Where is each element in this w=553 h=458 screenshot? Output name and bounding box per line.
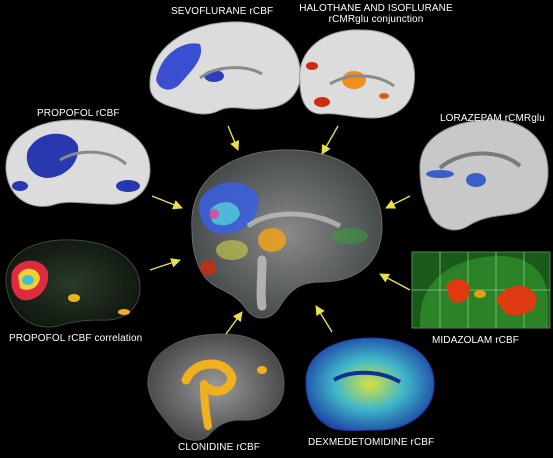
brain-lorazepam	[419, 119, 549, 231]
arrow-halothane	[321, 125, 339, 155]
label-dexmedetomidine: DEXMEDETOMIDINE rCBF	[308, 437, 435, 448]
arrow-sevoflurane	[227, 125, 240, 151]
label-sevoflurane: SEVOFLURANE rCBF	[171, 6, 274, 17]
label-halothane-line1: HALOTHANE AND ISOFLURANE	[299, 3, 453, 14]
brain-sevoflurane	[149, 21, 301, 115]
label-propofol: PROPOFOL rCBF	[37, 108, 120, 119]
arrow-propofol-correlation	[149, 258, 181, 271]
label-lorazepam: LORAZEPAM rCMRglu	[440, 113, 545, 124]
brain-midazolam	[411, 251, 551, 329]
brain-propofol	[5, 119, 151, 207]
brain-clonidine	[147, 333, 285, 441]
arrow-clonidine	[225, 311, 243, 335]
label-halothane-isoflurane: HALOTHANE AND ISOFLURANE rCMRglu conjunc…	[296, 3, 456, 25]
arrow-dexmedetomidine	[315, 305, 333, 333]
brain-dexmedetomidine	[305, 337, 435, 431]
arrow-propofol	[151, 195, 183, 210]
arrow-midazolam	[379, 273, 411, 291]
brain-center-composite	[191, 149, 383, 319]
label-halothane-line2: rCMRglu conjunction	[328, 14, 424, 25]
brain-propofol-correlation	[5, 239, 141, 328]
label-propofol-correlation: PROPOFOL rCBF correlation	[9, 333, 143, 344]
arrows	[149, 125, 411, 335]
label-clonidine: CLONIDINE rCBF	[178, 442, 260, 453]
brain-halothane-isoflurane	[299, 29, 415, 119]
arrow-lorazepam	[385, 195, 411, 209]
label-midazolam: MIDAZOLAM rCBF	[432, 335, 519, 346]
